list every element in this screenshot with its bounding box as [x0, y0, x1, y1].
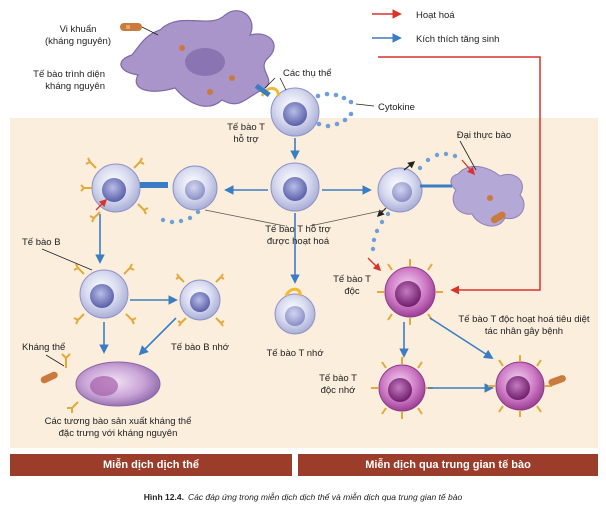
- section-humoral: Miễn dịch dịch thể: [10, 454, 292, 476]
- legend-proliferation-label: Kích thích tăng sinh: [416, 34, 499, 45]
- antibody-icon: [61, 353, 79, 413]
- label-memory-t: Tế bào T nhớ: [266, 348, 323, 359]
- plasma-cell: [75, 361, 161, 407]
- label-cytotoxic-line2: độc: [344, 286, 360, 297]
- t-cell-receptors: [377, 259, 443, 325]
- leader-line: [309, 209, 386, 227]
- label-apc-line1: Tế bào trình diện: [33, 69, 105, 80]
- leader-line: [459, 140, 477, 171]
- memory-b-to-plasma-arrow: [138, 317, 177, 356]
- activated-cytotoxic-t-cell: [495, 361, 545, 411]
- antigen-fragment-icon: [207, 89, 213, 95]
- bacteria-icon: [40, 371, 58, 384]
- receptor-leader: [264, 77, 276, 89]
- cytotoxic-to-activated-arrow: [429, 317, 494, 360]
- bacteria-icon: [490, 211, 506, 224]
- legend: Hoạt hoá Kích thích tăng sinh: [372, 9, 499, 45]
- bacteria-leader: [141, 26, 159, 36]
- b-t-contact: [140, 182, 168, 188]
- label-antibody: Kháng thể: [22, 342, 65, 353]
- label-macrophage: Đại thực bào: [457, 130, 511, 141]
- label-memory-cytotoxic-line2: độc nhớ: [321, 385, 356, 396]
- cytokine-leader: [355, 103, 375, 107]
- cytokine-dots: [370, 151, 458, 252]
- label-cytokine: Cytokine: [378, 102, 415, 113]
- label-memory-cytotoxic-line1: Tế bào T: [319, 373, 357, 384]
- leader-line: [204, 209, 286, 227]
- apc-nucleus: [185, 48, 225, 76]
- memory-b-cell: [179, 279, 221, 321]
- label-antigen: (kháng nguyên): [45, 36, 111, 47]
- label-apc-line2: kháng nguyên: [45, 81, 105, 92]
- helper-t-right: [377, 167, 423, 213]
- bacteria-icon: [548, 375, 566, 386]
- cytokine-dots: [315, 91, 354, 129]
- label-receptors: Các thụ thể: [283, 68, 332, 79]
- legend-activation-label: Hoạt hoá: [416, 10, 455, 21]
- receptor-icon: [254, 83, 271, 98]
- b-cell-receptors: [73, 263, 137, 325]
- label-activated-helper-line1: Tế bào T hỗ trợ: [265, 224, 331, 235]
- activation-arrow-b: [95, 198, 108, 211]
- figure-caption: Hình 12.4.Các đáp ứng trong miễn dịch dị…: [144, 492, 463, 502]
- b-cell: [91, 163, 141, 213]
- antigen-fragment-icon: [179, 45, 185, 51]
- b-cell-receptors: [175, 273, 225, 327]
- helper-arrow-black: [376, 207, 387, 218]
- label-plasma-line1: Các tương bào sản xuất kháng thể: [45, 416, 192, 427]
- section-cell-mediated: Miễn dịch qua trung gian tế bào: [298, 454, 598, 476]
- cytotoxic-t-cell: [384, 266, 436, 318]
- label-bacteria: Vi khuẩn: [60, 24, 97, 35]
- helper-arrow-black: [403, 161, 416, 171]
- b-cell-receptors: [80, 157, 149, 223]
- bacteria-icon: [120, 23, 142, 31]
- memory-cytotoxic-t-cell: [378, 364, 426, 412]
- label-activated-cytotoxic-line1: Tế bào T độc hoạt hoá tiêu diệt: [458, 314, 590, 325]
- t-cell-receptors: [488, 355, 552, 417]
- cytokine-dots: [160, 209, 201, 225]
- antigen-fragment-icon: [487, 195, 493, 201]
- activation-arrow-cytotoxic: [367, 257, 382, 272]
- label-cytotoxic-line1: Tế bào T: [333, 274, 371, 285]
- activation-loop-arrow: [378, 56, 541, 295]
- leader-line: [41, 248, 93, 271]
- label-helper-line2: hỗ trợ: [233, 134, 258, 145]
- label-helper-line1: Tế bào T: [227, 122, 265, 133]
- proliferating-b-cell: [79, 269, 129, 319]
- receptor-icon: [284, 287, 302, 297]
- label-b-cell: Tế bào B: [22, 237, 61, 248]
- receptor-leader: [279, 77, 287, 91]
- activated-helper-t-cell: [270, 162, 320, 212]
- memory-t-cell: [274, 293, 316, 335]
- leader-line: [45, 354, 65, 367]
- label-activated-cytotoxic-line2: tác nhân gây bệnh: [485, 326, 563, 337]
- macrophage: [450, 165, 525, 227]
- label-activated-helper-line2: được hoạt hoá: [267, 236, 330, 247]
- helper-t-left: [172, 165, 218, 211]
- activation-arrow-macrophage: [461, 159, 476, 176]
- label-memory-b: Tế bào B nhớ: [171, 342, 229, 353]
- antigen-fragment-icon: [229, 75, 235, 81]
- helper-t-cell: [270, 87, 320, 137]
- label-plasma-line2: đặc trưng với kháng nguyên: [59, 428, 178, 439]
